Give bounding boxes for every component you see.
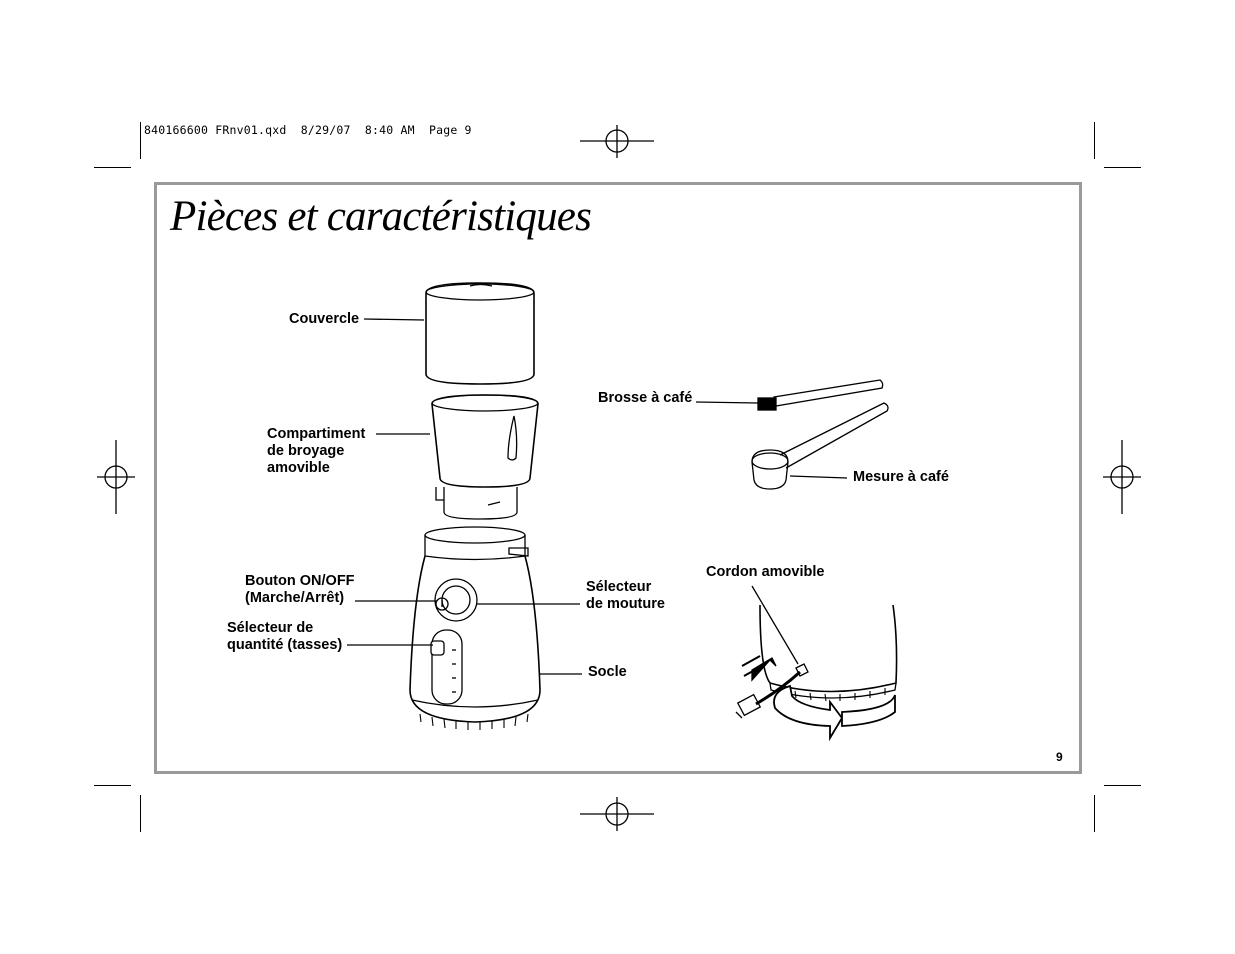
content-frame bbox=[154, 182, 1082, 774]
crop-mark-bottom-left-vertical bbox=[140, 795, 141, 832]
label-compartiment-line-1: Compartiment bbox=[267, 426, 366, 442]
label-bouton-on-off: Bouton ON/OFF (Marche/Arrêt) bbox=[245, 573, 355, 607]
label-compartiment: Compartiment de broyage amovible bbox=[267, 426, 365, 477]
crop-mark-bottom-right-horizontal bbox=[1104, 785, 1141, 786]
label-mesure: Mesure à café bbox=[853, 469, 949, 485]
grinding-chamber-drawing bbox=[431, 394, 539, 520]
registration-mark-left bbox=[97, 440, 135, 514]
label-quantite-line-1: Sélecteur de bbox=[227, 620, 314, 636]
crop-mark-top-left-horizontal bbox=[94, 167, 131, 168]
label-quantite-line-2: quantité (tasses) bbox=[227, 637, 343, 653]
crop-mark-bottom-right-vertical bbox=[1094, 795, 1095, 832]
base-drawing bbox=[409, 526, 541, 730]
label-bouton-line-2: (Marche/Arrêt) bbox=[245, 590, 345, 606]
leader-lines bbox=[347, 318, 848, 675]
label-cordon: Cordon amovible bbox=[706, 564, 825, 580]
coffee-brush-drawing bbox=[757, 379, 884, 411]
label-compartiment-line-3: amovible bbox=[267, 460, 330, 476]
label-couvercle: Couvercle bbox=[289, 311, 360, 327]
registration-mark-right bbox=[1103, 440, 1141, 514]
label-selecteur-mouture: Sélecteur de mouture bbox=[586, 579, 665, 613]
file-slug-line: 840166600 FRnv01.qxd 8/29/07 8:40 AM Pag… bbox=[144, 123, 472, 137]
label-brosse: Brosse à café bbox=[598, 390, 693, 406]
removable-cord-drawing bbox=[735, 604, 898, 742]
crop-mark-top-left-vertical bbox=[140, 122, 141, 159]
label-mouture-line-1: Sélecteur bbox=[586, 579, 652, 595]
page-title: Pièces et caractéristiques bbox=[170, 193, 592, 240]
label-bouton-line-1: Bouton ON/OFF bbox=[245, 573, 355, 589]
crop-mark-top-right-vertical bbox=[1094, 122, 1095, 159]
label-socle: Socle bbox=[588, 664, 627, 680]
crop-mark-bottom-left-horizontal bbox=[94, 785, 131, 786]
lid-drawing bbox=[425, 282, 535, 385]
label-compartiment-line-2: de broyage bbox=[267, 443, 345, 459]
registration-mark-top bbox=[580, 125, 654, 158]
page-number: 9 bbox=[1056, 750, 1063, 764]
label-selecteur-quantite: Sélecteur de quantité (tasses) bbox=[227, 620, 342, 654]
label-mouture-line-2: de mouture bbox=[586, 596, 665, 612]
coffee-scoop-drawing bbox=[751, 402, 889, 490]
crop-mark-top-right-horizontal bbox=[1104, 167, 1141, 168]
registration-mark-bottom bbox=[580, 797, 654, 831]
